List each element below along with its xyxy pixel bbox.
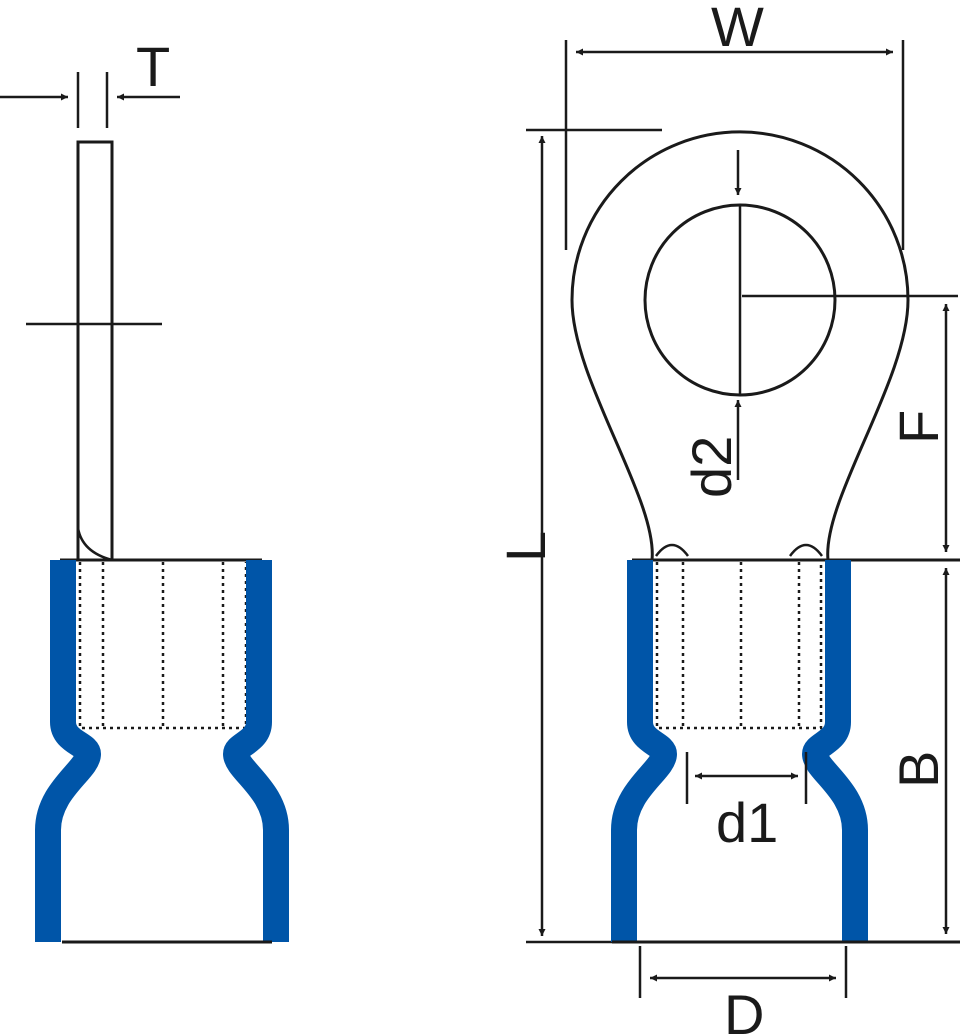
d2-label: d2 <box>680 436 743 498</box>
front-insulation-left <box>611 560 677 942</box>
d1-label: d1 <box>716 791 778 854</box>
f-label: F <box>887 410 950 444</box>
side-insulation-left <box>35 560 101 942</box>
t-label: T <box>136 35 170 98</box>
ring-outline <box>570 130 910 561</box>
front-view: d2 W L d1 F B <box>494 0 960 1036</box>
front-barrel-outline <box>655 562 823 730</box>
side-tongue-bend <box>76 527 113 562</box>
d-label: D <box>724 983 764 1036</box>
b-label: B <box>887 751 950 788</box>
l-label: L <box>494 531 557 562</box>
side-view: T <box>0 35 289 944</box>
ring-fillet-left <box>654 543 690 557</box>
ring-fillet-right <box>788 543 824 557</box>
front-insulation-right <box>802 560 868 942</box>
w-label: W <box>711 0 764 58</box>
side-insulation-right <box>223 560 289 942</box>
side-tongue <box>76 140 114 562</box>
